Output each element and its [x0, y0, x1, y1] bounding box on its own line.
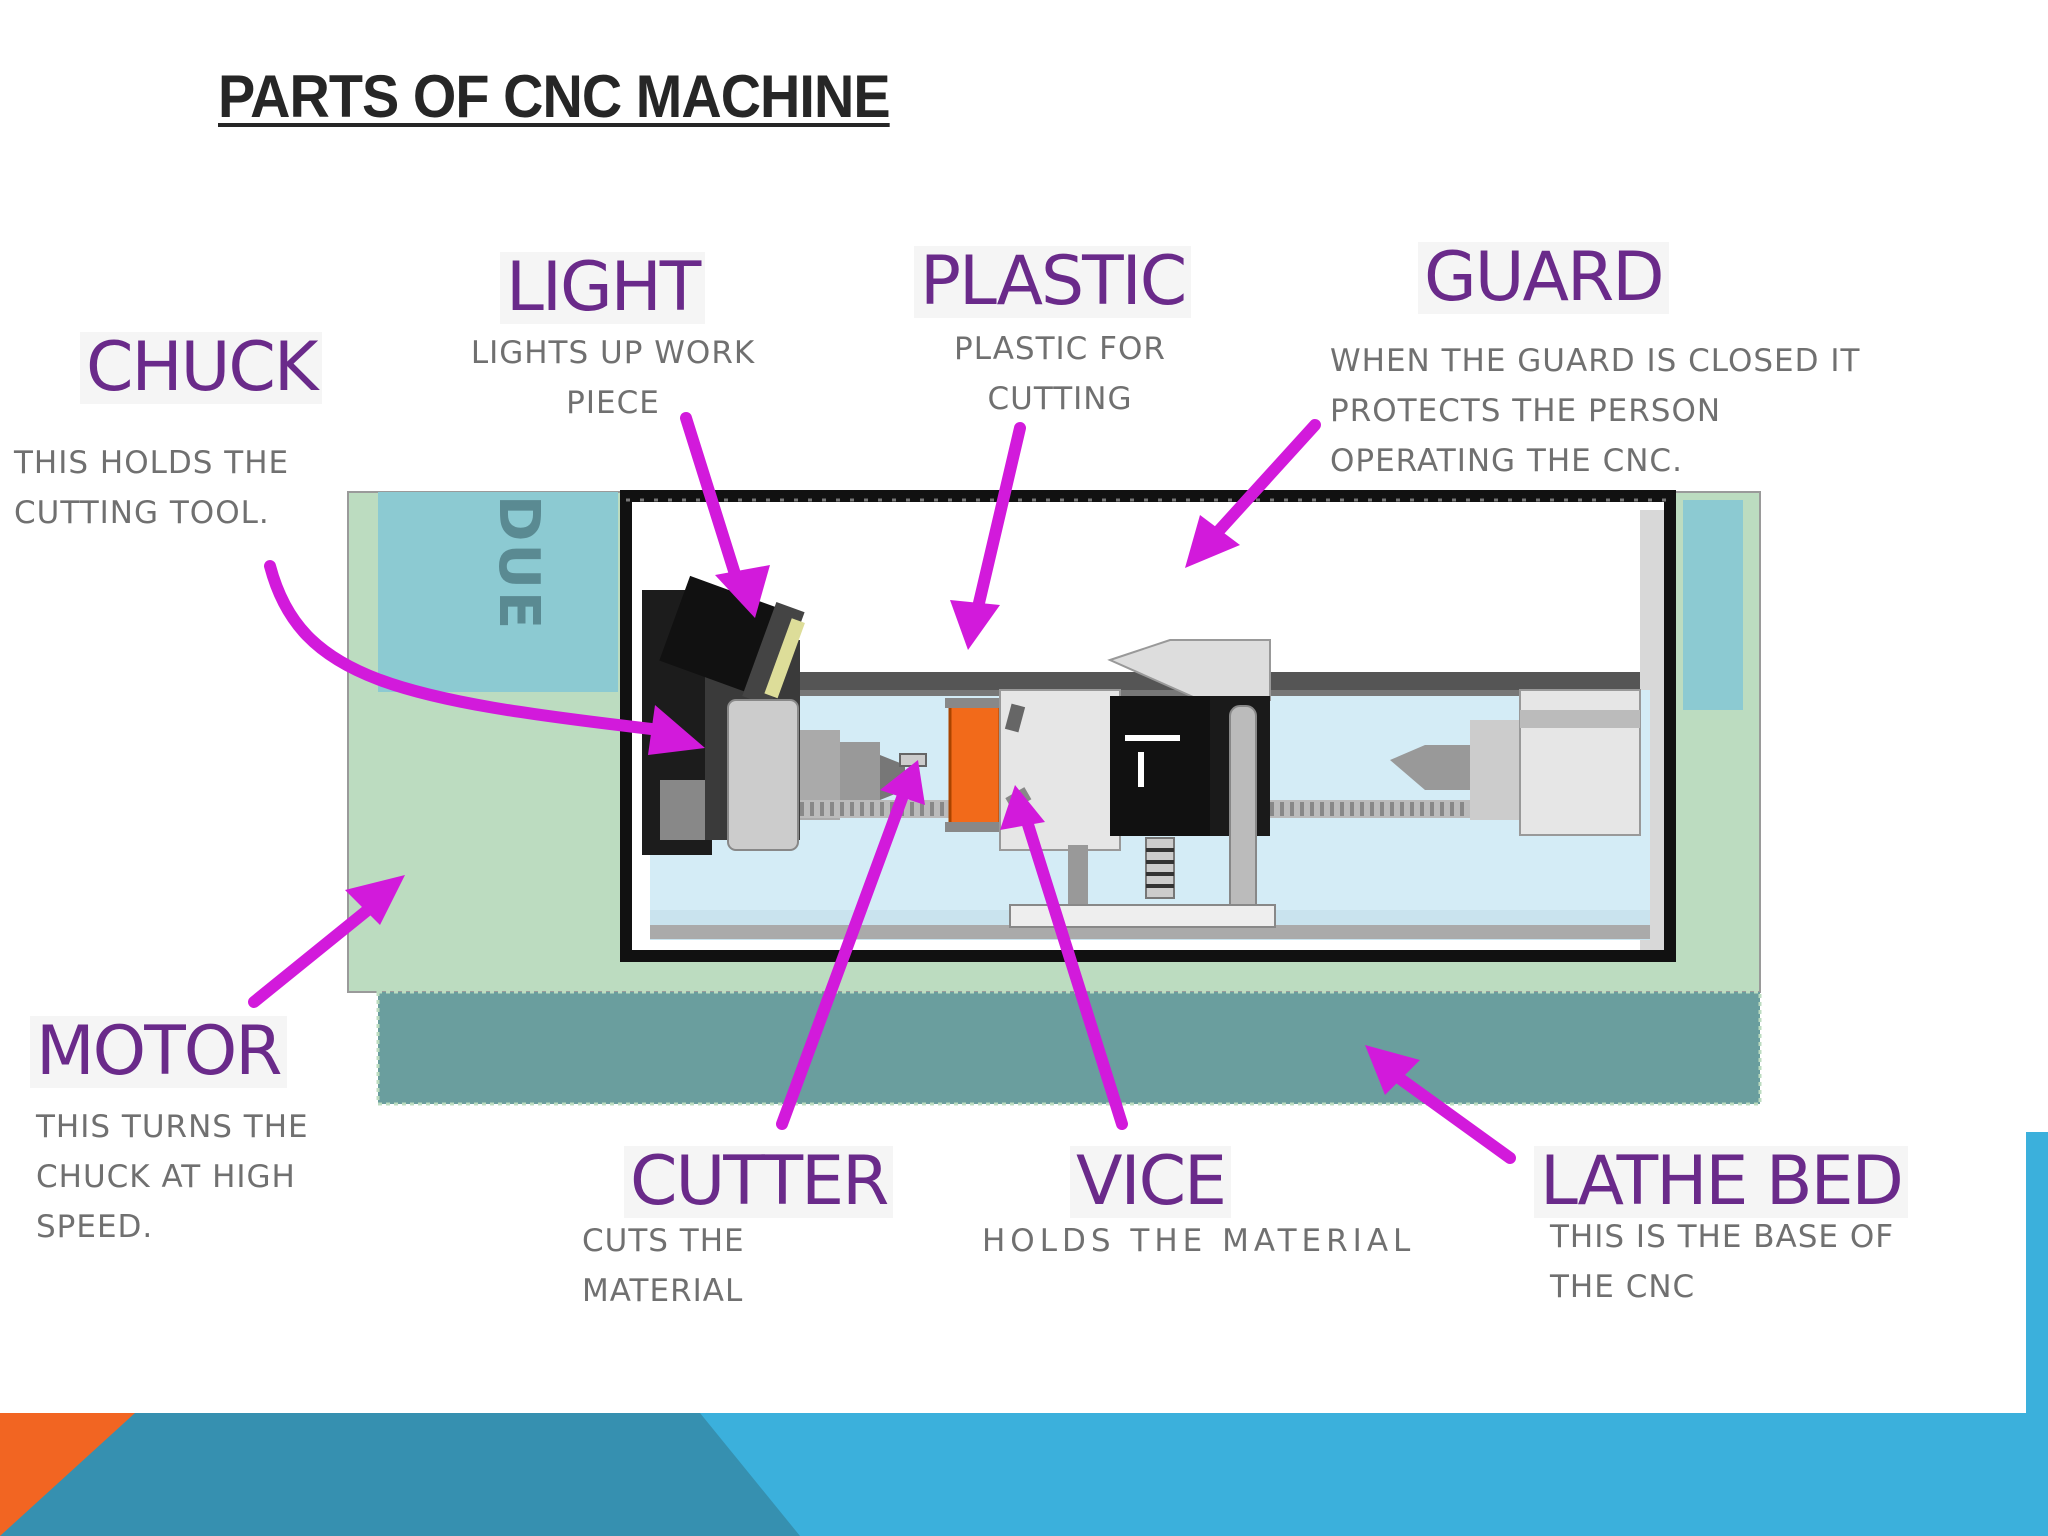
desc-light-line-2: PIECE: [566, 385, 660, 421]
label-vice: VICE: [1070, 1146, 1232, 1218]
desc-cutter: CUTS THE MATERIAL: [582, 1216, 745, 1316]
desc-light-line-1: LIGHTS UP WORK: [470, 335, 756, 371]
light-lamp: [659, 575, 805, 707]
desc-guard-line-2: PROTECTS THE PERSON: [1330, 393, 1722, 429]
desc-lathe-bed-line-2: THE CNC: [1550, 1269, 1696, 1305]
label-cutter: CUTTER: [624, 1146, 894, 1218]
desc-cutter-line-1: CUTS THE: [582, 1223, 745, 1259]
desc-lathe-bed-line-1: THIS IS THE BASE OF: [1550, 1219, 1895, 1255]
motor-arrow-head-icon: [345, 875, 405, 925]
desc-plastic: PLASTIC FOR CUTTING: [910, 324, 1210, 424]
desc-vice: HOLDS THE MATERIAL: [982, 1216, 1415, 1266]
machine-brand-logo: DUE: [486, 495, 551, 631]
desc-light: LIGHTS UP WORK PIECE: [448, 328, 778, 428]
desc-lathe-bed: THIS IS THE BASE OF THE CNC: [1550, 1212, 1894, 1312]
desc-guard-line-1: WHEN THE GUARD IS CLOSED IT: [1330, 343, 1861, 379]
chuck-arrow-head-icon: [648, 705, 705, 755]
guard-arrow-head-icon: [1185, 515, 1240, 568]
lathe-bed-shape: [376, 990, 1762, 1106]
tailstock: [1390, 689, 1641, 836]
label-guard: GUARD: [1418, 242, 1669, 314]
desc-motor-line-3: SPEED.: [36, 1209, 154, 1245]
label-lathe-bed: LATHE BED: [1534, 1146, 1908, 1218]
desc-plastic-line-2: CUTTING: [987, 381, 1133, 417]
plastic-workpiece: [945, 698, 1005, 832]
desc-guard-line-3: OPERATING THE CNC.: [1330, 443, 1683, 479]
desc-guard: WHEN THE GUARD IS CLOSED IT PROTECTS THE…: [1330, 336, 1860, 486]
label-light: LIGHT: [500, 252, 706, 324]
arrow-heads: [345, 515, 1420, 1095]
pointer-arrows: [248, 412, 1516, 1164]
desc-chuck-line-1: THIS HOLDS THE: [14, 445, 290, 481]
label-motor: MOTOR: [30, 1016, 287, 1088]
label-plastic: PLASTIC: [914, 246, 1192, 318]
desc-motor: THIS TURNS THE CHUCK AT HIGH SPEED.: [36, 1102, 309, 1252]
desc-vice-line-1: HOLDS THE MATERIAL: [982, 1223, 1416, 1259]
cutter-arrow-head-icon: [880, 760, 925, 805]
page-title: PARTS OF CNC MACHINE: [218, 63, 891, 130]
desc-chuck-line-2: CUTTING TOOL.: [14, 495, 270, 531]
desc-motor-line-1: THIS TURNS THE: [36, 1109, 309, 1145]
desc-motor-line-2: CHUCK AT HIGH: [36, 1159, 296, 1195]
plastic-arrow-head-icon: [950, 600, 1000, 650]
lathe-bed-arrow-head-icon: [1365, 1045, 1420, 1095]
light-arrow-head-icon: [715, 565, 770, 618]
vice-arrow-head-icon: [1000, 785, 1045, 830]
label-chuck: CHUCK: [80, 332, 323, 404]
desc-chuck: THIS HOLDS THE CUTTING TOOL.: [14, 438, 289, 538]
desc-plastic-line-1: PLASTIC FOR: [954, 331, 1166, 367]
desc-cutter-line-2: MATERIAL: [582, 1273, 744, 1309]
